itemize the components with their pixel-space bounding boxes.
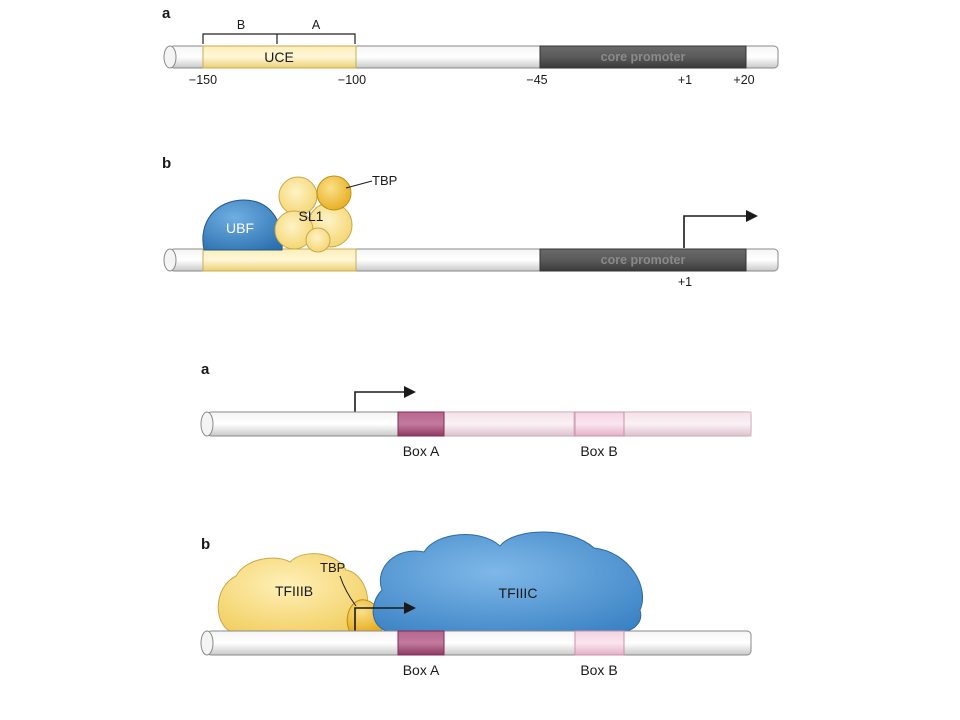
figure2-panel-a: a Box A Box B [200, 361, 752, 459]
gene-body-segment [623, 411, 752, 437]
dna-strand-2a [200, 411, 752, 437]
dna-strand-1a [163, 45, 779, 69]
ubf-label: UBF [226, 220, 254, 236]
tbp-leader-line [339, 575, 357, 607]
panel-letter-1a: a [162, 5, 171, 22]
transcription-start-arrow [683, 210, 758, 248]
transcription-start-arrow [354, 602, 416, 632]
tfiiib-label: TFIIIB [275, 583, 313, 599]
tbp-label: TBP [320, 560, 345, 575]
dna-end-cap [163, 248, 177, 272]
tbp-subunit [316, 175, 352, 211]
bracket-outline [202, 33, 356, 44]
figure1-panel-a: a B A UCE core promoter −150 −100 −45 +1… [162, 5, 779, 87]
dna-strand-1b [163, 248, 779, 272]
plus-one-label: +1 [678, 275, 692, 289]
panel-letter-2a: a [201, 361, 210, 378]
tfiiic-label: TFIIIC [499, 585, 538, 601]
panel-letter-1b: b [162, 155, 171, 172]
box-b-label: Box B [580, 443, 617, 459]
core-promoter-label: core promoter [601, 50, 686, 64]
core-promoter-segment [539, 45, 747, 69]
tick-minus-100: −100 [338, 73, 366, 87]
core-promoter-segment [539, 248, 747, 272]
core-promoter-label: core promoter [601, 253, 686, 267]
box-b-label: Box B [580, 662, 617, 678]
dna-end-cap [163, 45, 177, 69]
region-b-label: B [237, 18, 245, 32]
sl1-label: SL1 [299, 208, 324, 224]
tick-plus-1: +1 [678, 73, 692, 87]
uce-segment [202, 248, 357, 272]
box-a-segment [397, 630, 445, 656]
tick-minus-45: −45 [526, 73, 547, 87]
tbp-label: TBP [372, 173, 397, 188]
figure2-panel-b: b TFIIIB TBP TFIIIC Box A Box B [200, 531, 752, 678]
uce-label: UCE [264, 49, 294, 65]
box-b-segment [574, 411, 625, 437]
box-a-segment [397, 411, 445, 437]
box-b-segment [574, 630, 625, 656]
dna-strand-2b [200, 630, 752, 656]
uce-segment [202, 45, 357, 69]
region-brackets [202, 33, 356, 44]
panel-letter-2b: b [201, 536, 210, 553]
tfiiic-protein [372, 531, 644, 633]
sl1-complex [274, 175, 353, 253]
figure1-panel-b: b core promoter +1 UBF SL1 [162, 155, 779, 289]
box-a-label: Box A [403, 443, 440, 459]
tick-plus-20: +20 [733, 73, 754, 87]
dna-end-cap [200, 630, 214, 656]
transcription-start-arrow [354, 386, 416, 412]
dna-end-cap [200, 411, 214, 437]
tick-minus-150: −150 [189, 73, 217, 87]
region-a-label: A [312, 18, 321, 32]
tbp-leader-line [345, 180, 373, 189]
box-a-label: Box A [403, 662, 440, 678]
gene-body-segment [443, 411, 575, 437]
